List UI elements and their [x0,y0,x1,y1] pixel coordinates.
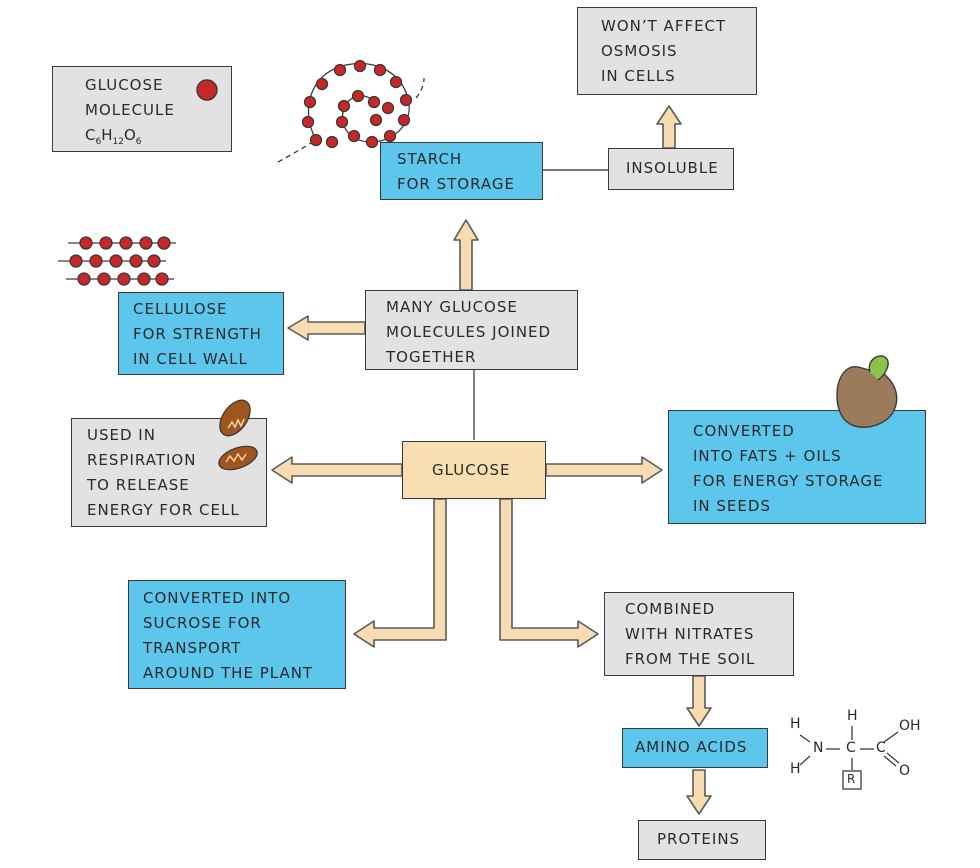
sucrose-box: CONVERTED INTO SUCROSE FOR TRANSPORT ARO… [128,580,346,689]
germinating-seed-icon [836,355,898,428]
arrow-up-to-starch [453,219,479,291]
amino-h-left-top: H [790,716,801,732]
amino-acids-box: AMINO ACIDS [622,728,768,768]
glucose-molecule-label-line1: GLUCOSE [85,76,164,94]
amino-c-alpha: C [846,740,856,756]
arrow-left-to-cellulose [287,315,366,341]
amino-acid-structure-icon [799,726,900,790]
amino-h-top: H [847,708,858,724]
starch-chain-icon [277,59,425,163]
arrow-up-to-wont-affect [656,105,682,149]
amino-c-carboxyl: C [876,740,886,756]
amino-o: O [899,763,911,779]
many-glucose-box: MANY GLUCOSE MOLECULES JOINED TOGETHER [365,290,578,370]
mitochondria-icon [218,399,258,471]
cellulose-chains-icon [58,236,176,286]
respiration-box: USED IN RESPIRATION TO RELEASE ENERGY FO… [71,418,267,527]
amino-r: R [847,772,856,786]
insoluble-box: INSOLUBLE [608,148,734,190]
glucose-molecule-icon [196,79,218,101]
cellulose-box: CELLULOSE FOR STRENGTH IN CELL WALL [118,292,284,375]
glucose-box: GLUCOSE [402,441,546,499]
proteins-box: PROTEINS [638,820,766,860]
amino-n: N [813,740,824,756]
wont-affect-osmosis-box: WON’T AFFECT OSMOSIS IN CELLS [577,7,757,95]
starch-box: STARCH FOR STORAGE [380,142,543,200]
arrow-to-amino-acids [686,675,712,727]
amino-h-left-bottom: H [790,761,801,777]
arrow-to-proteins [686,769,712,815]
glucose-formula: C6H12O6 [85,126,142,147]
glucose-molecule-label-line2: MOLECULE [85,101,175,119]
arrow-to-nitrates [499,498,599,648]
fats-oils-box: CONVERTED INTO FATS + OILS FOR ENERGY ST… [668,410,926,524]
arrow-right-to-fats [545,456,663,484]
glucose-molecule-box: GLUCOSE MOLECULE C6H12O6 [52,66,232,152]
nitrates-box: COMBINED WITH NITRATES FROM THE SOIL [604,592,794,676]
amino-oh: OH [899,718,921,734]
arrow-left-to-respiration [271,456,403,484]
arrow-to-sucrose [353,498,447,648]
